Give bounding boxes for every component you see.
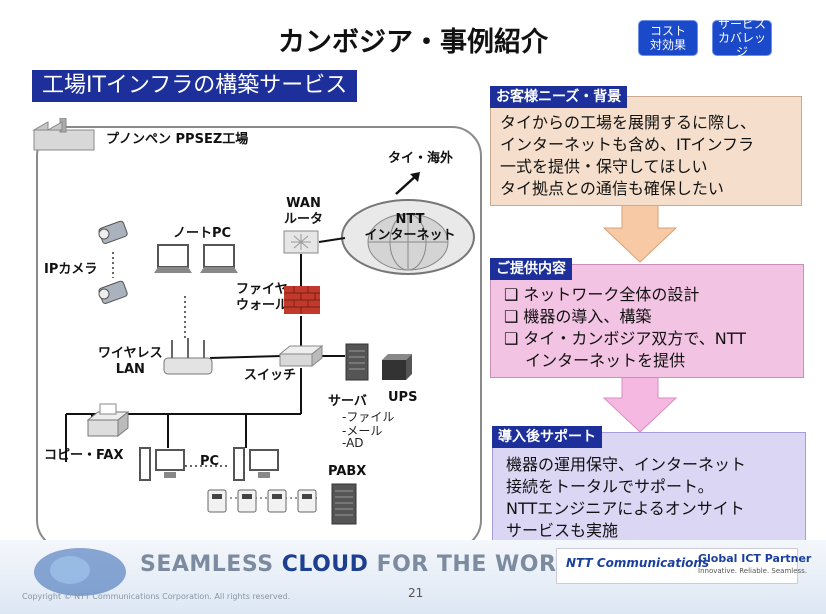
copier-icon bbox=[86, 403, 130, 438]
ups-label: UPS bbox=[388, 390, 418, 405]
copy-fax-label: コピー・FAX bbox=[44, 448, 124, 463]
provided-item: ❑ ネットワーク全体の設計 bbox=[504, 285, 700, 304]
ntt-logo: NTT Communications bbox=[566, 556, 710, 570]
server-label: サーバ bbox=[328, 394, 367, 409]
flow-arrow-2 bbox=[602, 370, 678, 433]
arrow-up-right-icon bbox=[395, 172, 420, 195]
wan-router-label: WAN ルータ bbox=[284, 196, 324, 227]
pabx-icon bbox=[331, 483, 357, 525]
notebook-pc-label: ノートPC bbox=[173, 226, 232, 241]
server-icon bbox=[345, 343, 369, 381]
provided-heading: ご提供内容 bbox=[490, 258, 572, 280]
wireless-ap-icon bbox=[163, 338, 213, 375]
wireless-lan-label: ワイヤレス LAN bbox=[98, 346, 163, 377]
factory-icon bbox=[32, 118, 95, 151]
needs-body: タイからの工場を展開するに際し、 インターネットも含め、ITインフラ 一式を提供… bbox=[500, 112, 800, 200]
needs-line: 一式を提供・保守してほしい bbox=[500, 157, 708, 176]
desktop-pc-icon bbox=[139, 447, 185, 481]
page-title: カンボジア・事例紹介 bbox=[278, 27, 548, 58]
pabx-label: PABX bbox=[328, 464, 367, 479]
provided-item: ❑ 機器の導入、構築 bbox=[504, 307, 652, 326]
provided-panel bbox=[490, 264, 804, 378]
footer-slogan: SEAMLESS CLOUD FOR THE WORLD bbox=[140, 552, 590, 577]
page-number: 21 bbox=[408, 586, 424, 600]
provided-body: ❑ ネットワーク全体の設計 ❑ 機器の導入、構築 ❑ タイ・カンボジア双方で、N… bbox=[504, 284, 800, 372]
tag-cost: コスト 対効果 bbox=[638, 20, 698, 56]
globe-icon bbox=[34, 548, 126, 596]
provided-item: インターネットを提供 bbox=[504, 351, 686, 370]
ntt-internet-label: NTT インターネット bbox=[364, 212, 456, 243]
ip-phone-icons bbox=[207, 489, 317, 513]
support-panel bbox=[492, 432, 806, 546]
router-icon bbox=[283, 230, 319, 254]
factory-label: プノンペン PPSEZ工場 bbox=[106, 132, 249, 147]
support-line: 機器の運用保守、インターネット bbox=[506, 455, 747, 474]
desktop-pc-icon bbox=[233, 447, 279, 481]
needs-heading: お客様ニーズ・背景 bbox=[490, 86, 628, 108]
server-item-file: -ファイル bbox=[342, 410, 395, 424]
support-line: 接続をトータルでサポート。 bbox=[506, 477, 714, 496]
partner-text: Global ICT Partner bbox=[698, 552, 812, 565]
switch-icon bbox=[278, 344, 324, 368]
partner-subtext: Innovative. Reliable. Seamless. bbox=[698, 567, 808, 575]
support-line: NTTエンジニアによるオンサイト bbox=[506, 499, 745, 518]
laptop-icon bbox=[154, 244, 238, 273]
switch-label: スイッチ bbox=[244, 368, 297, 383]
firewall-label: ファイヤ ウォール bbox=[236, 282, 289, 313]
ups-icon bbox=[382, 354, 412, 380]
needs-line: タイ拠点との通信も確保したい bbox=[500, 179, 724, 198]
thai-label: タイ・海外 bbox=[388, 151, 454, 166]
ip-camera-label: IPカメラ bbox=[44, 262, 98, 277]
slide-subtitle: 工場ITインフラの構築サービス bbox=[32, 70, 358, 102]
internet-globe-icon bbox=[341, 199, 475, 275]
camera-icon bbox=[98, 220, 128, 244]
provided-item: ❑ タイ・カンボジア双方で、NTT bbox=[504, 329, 747, 348]
needs-panel bbox=[490, 96, 802, 206]
firewall-icon bbox=[284, 286, 320, 314]
needs-line: タイからの工場を展開するに際し、 bbox=[500, 113, 757, 132]
pc-label: PC bbox=[200, 454, 220, 469]
flow-arrow-1 bbox=[602, 200, 678, 263]
factory-boundary bbox=[36, 126, 482, 550]
copyright: Copyright © NTT Communications Corporati… bbox=[22, 592, 291, 601]
server-item-mail: -メール bbox=[342, 424, 383, 438]
support-line: サービスも実施 bbox=[506, 521, 619, 540]
needs-line: インターネットも含め、ITインフラ bbox=[500, 135, 755, 154]
support-body: 機器の運用保守、インターネット 接続をトータルでサポート。 NTTエンジニアによ… bbox=[506, 454, 802, 542]
logo-panel bbox=[556, 548, 798, 584]
support-heading: 導入後サポート bbox=[492, 426, 602, 448]
camera-icon bbox=[98, 280, 128, 304]
tag-coverage: サービス カバレッジ bbox=[712, 17, 772, 59]
server-item-ad: -AD bbox=[342, 436, 364, 450]
